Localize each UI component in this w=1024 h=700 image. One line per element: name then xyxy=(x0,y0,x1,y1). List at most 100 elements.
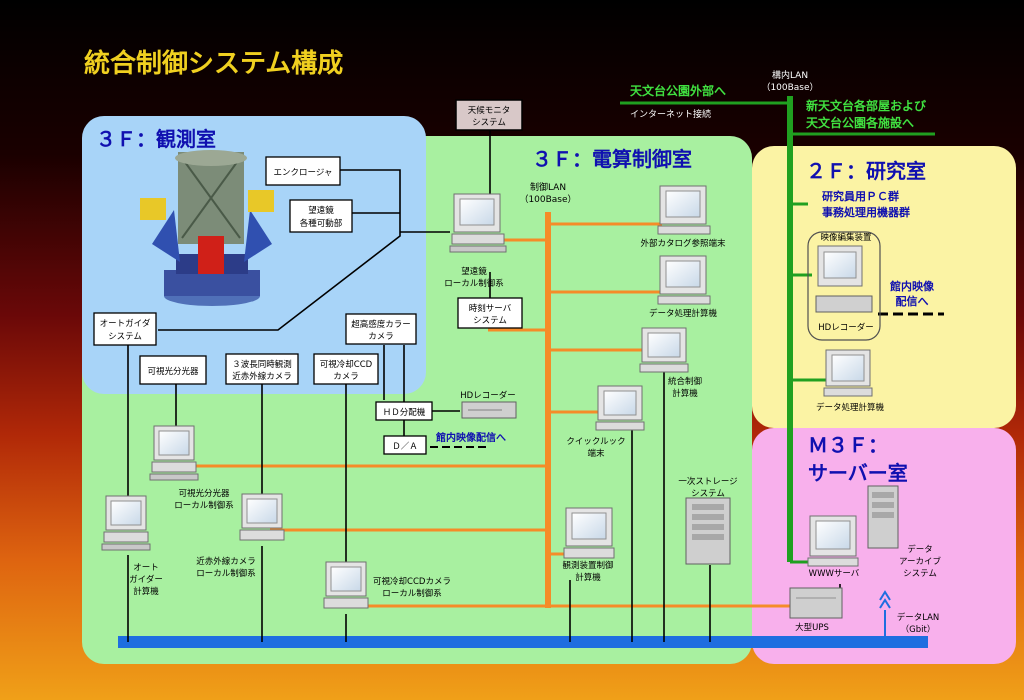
svg-text:天候モニタ: 天候モニタ xyxy=(468,106,511,116)
ccd-local-label-2: ローカル制御系 xyxy=(382,588,442,599)
box-autoguider: オートガイダ システム xyxy=(93,312,157,346)
archive-label-1: データ xyxy=(907,544,933,555)
nir-local-label-2: ローカル制御系 xyxy=(196,568,256,579)
room-kenkyu xyxy=(752,146,1016,428)
computer-spectro-local xyxy=(149,425,199,481)
svg-text:Ｄ／Ａ: Ｄ／Ａ xyxy=(392,442,418,452)
data-proc-label: データ処理計算機 xyxy=(649,308,718,319)
svg-text:各種可動部: 各種可動部 xyxy=(300,218,343,229)
data-lan-arrow xyxy=(879,590,891,609)
hall-video-label-2f-2: 配信へ xyxy=(896,294,929,308)
spectro-local-label-2: ローカル制御系 xyxy=(174,500,234,511)
hd-recorder-2f-label: HDレコーダー xyxy=(818,322,873,333)
storage-tower xyxy=(685,497,731,565)
data-lan-bus xyxy=(118,636,928,648)
nir-local-label-1: 近赤外線カメラ xyxy=(196,556,256,567)
tel-local-label-2: ローカル制御系 xyxy=(444,278,504,289)
room-label-densan: ３Ｆ：電算制御室 xyxy=(532,147,692,171)
box-enclosure: エンクロージャ xyxy=(265,156,341,186)
box-time-server: 時刻サーバ システム xyxy=(457,297,523,329)
svg-text:可視冷却CCD: 可視冷却CCD xyxy=(320,359,373,370)
control-lan-label-2: （100Base） xyxy=(519,194,576,205)
archive-label-3: システム xyxy=(903,569,937,579)
hall-video-label-3f: 館内映像配信へ xyxy=(435,431,506,444)
hd-recorder-label: HDレコーダー xyxy=(460,390,515,401)
control-lan-label-1: 制御LAN xyxy=(530,181,566,193)
campus-lan-label-1: 構内LAN xyxy=(772,69,808,81)
room-label-kenkyu: ２Ｆ：研究室 xyxy=(806,159,926,183)
pc-group-label-2: 事務処理用機器群 xyxy=(822,205,910,219)
www-label: WWWサーバ xyxy=(809,569,860,579)
video-edit-group xyxy=(807,231,881,341)
archive-tower xyxy=(867,485,899,549)
quicklook-label-1: クイックルック xyxy=(566,437,625,447)
storage-label-2: システム xyxy=(691,489,725,499)
ext-catalog-label: 外部カタログ参照端末 xyxy=(640,238,726,249)
data-proc-2f-label: データ処理計算機 xyxy=(816,402,885,413)
box-hs-color-camera: 超高感度カラー カメラ xyxy=(345,313,417,345)
svg-text:カメラ: カメラ xyxy=(368,332,394,342)
hd-recorder-3f xyxy=(461,401,517,419)
hall-video-label-2f-1: 館内映像 xyxy=(889,279,935,293)
box-weather: 天候モニタ システム xyxy=(455,99,523,131)
computer-quicklook xyxy=(595,385,645,431)
box-spectrograph: 可視光分光器 xyxy=(139,355,207,385)
svg-text:エンクロージャ: エンクロージャ xyxy=(274,168,333,178)
internet-label: インターネット接続 xyxy=(630,108,711,120)
data-lan-label-1: データLAN xyxy=(897,612,940,623)
room-label-server-2: サーバー室 xyxy=(808,461,908,485)
svg-text:３波長同時観測: ３波長同時観測 xyxy=(232,359,292,370)
archive-label-2: アーカイブ xyxy=(899,556,941,567)
box-telescope-drive: 望遠鏡 各種可動部 xyxy=(289,199,353,233)
campus-lan-label-2: （100Base） xyxy=(761,82,818,93)
svg-text:システム: システム xyxy=(473,316,507,326)
to-buildings-label-2: 天文台公園各施設へ xyxy=(806,115,914,130)
spectro-local-label-1: 可視光分光器 xyxy=(178,488,230,499)
ccd-local-label-1: 可視冷却CCDカメラ xyxy=(373,576,451,587)
svg-text:システム: システム xyxy=(108,332,142,342)
tel-local-label-1: 望遠鏡 xyxy=(461,266,487,277)
telescope-image xyxy=(140,150,274,306)
computer-ccd-local xyxy=(323,561,369,609)
ups-unit xyxy=(789,587,843,619)
svg-text:オートガイダ: オートガイダ xyxy=(100,318,151,329)
obs-ctrl-label-2: 計算機 xyxy=(575,572,601,583)
box-ccd-camera: 可視冷却CCD カメラ xyxy=(313,353,379,385)
ag-comp-label-2: ガイダー xyxy=(129,574,163,585)
svg-text:望遠鏡: 望遠鏡 xyxy=(308,205,334,216)
to-buildings-label-1: 新天文台各部屋および xyxy=(806,98,927,113)
ups-label: 大型UPS xyxy=(795,622,829,633)
svg-text:超高感度カラー: 超高感度カラー xyxy=(351,319,411,330)
data-lan-label-2: （Gbit） xyxy=(901,624,936,635)
control-lan xyxy=(190,212,810,608)
computer-autoguider xyxy=(101,495,151,551)
computer-integrated-control xyxy=(639,327,689,373)
ag-comp-label-3: 計算機 xyxy=(133,586,159,597)
svg-text:時刻サーバ: 時刻サーバ xyxy=(469,303,512,314)
www-server xyxy=(807,515,859,567)
svg-text:システム: システム xyxy=(472,118,506,128)
computer-data-proc xyxy=(657,255,711,305)
pc-group-label-1: 研究員用ＰＣ群 xyxy=(822,189,899,203)
integ-label-1: 統合制御 xyxy=(668,376,702,387)
computer-nir-local xyxy=(239,493,285,541)
room-label-kansoku: ３Ｆ：観測室 xyxy=(96,127,216,151)
computer-data-proc-2f xyxy=(823,349,873,397)
svg-text:ＨＤ分配機: ＨＤ分配機 xyxy=(383,407,426,418)
ag-comp-label-1: オート xyxy=(133,563,159,573)
integ-label-2: 計算機 xyxy=(672,388,698,399)
page-title: 統合制御システム構成 xyxy=(84,48,343,79)
device-cables xyxy=(127,128,841,642)
room-label-server-1: Ｍ３Ｆ： xyxy=(808,433,888,457)
video-edit-label: 映像編集装置 xyxy=(820,232,872,243)
to-park-outside-label: 天文台公園外部へ xyxy=(630,83,726,98)
storage-label-1: 一次ストレージ xyxy=(678,476,737,487)
svg-text:近赤外線カメラ: 近赤外線カメラ xyxy=(232,371,292,382)
quicklook-label-2: 端末 xyxy=(587,448,605,459)
box-hd-splitter: ＨＤ分配機 xyxy=(375,401,433,421)
svg-text:可視光分光器: 可視光分光器 xyxy=(147,366,199,377)
computer-telescope-local xyxy=(449,193,507,253)
computer-ext-catalog xyxy=(657,185,711,235)
